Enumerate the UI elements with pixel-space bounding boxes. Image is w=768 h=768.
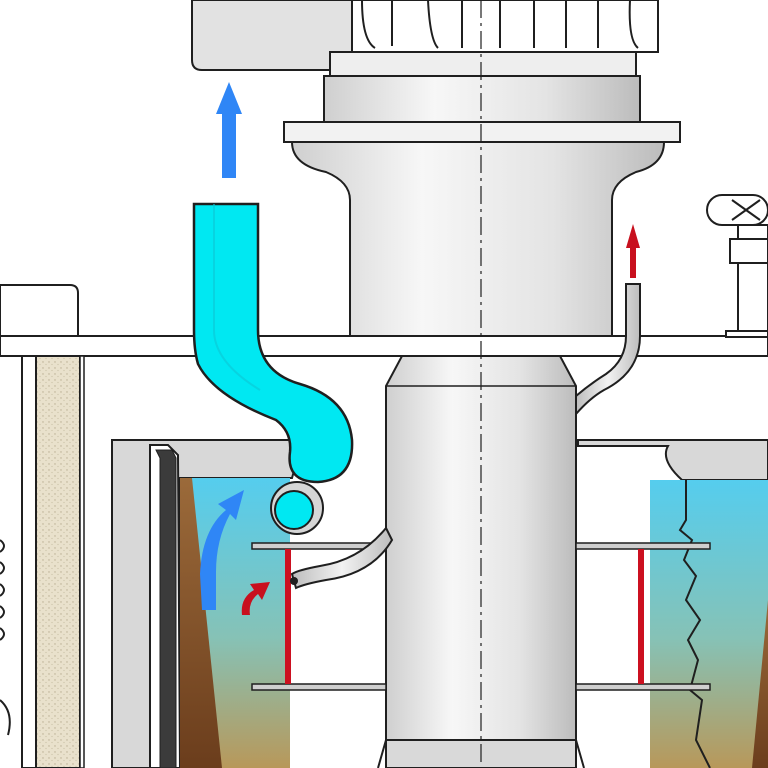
vent-pipe-upper [575,283,641,417]
red-support-brackets [285,549,644,684]
up-arrow-icon-red [626,224,640,278]
discharge-pipe [192,202,354,535]
left-housing [0,284,79,337]
feed-pipe-lower [290,526,394,590]
solids-cake-left [180,478,222,768]
motor-cooling-fins [361,0,639,49]
motor [191,0,681,337]
curved-arrow-icon-red [241,582,270,615]
left-basket [111,439,297,768]
solids-cake-right [752,600,768,768]
up-arrow-icon-blue [216,82,242,178]
basket-rails [251,542,711,691]
top-deck-plate [0,335,768,357]
valve-handwheel-icon [706,194,768,338]
right-basket [577,439,768,768]
basket-screen-profile [678,480,711,768]
curved-arrow-icon-blue [200,490,244,610]
insulated-wall [0,355,85,768]
